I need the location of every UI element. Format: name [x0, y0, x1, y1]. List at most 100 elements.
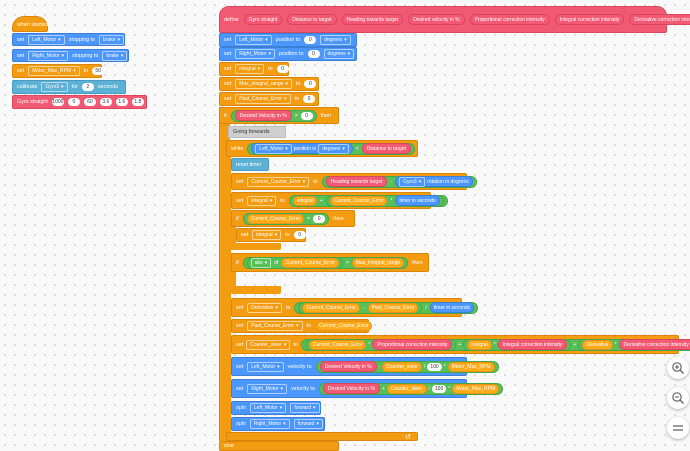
comment-going-forwards[interactable]: Going forwards: [228, 126, 286, 138]
motor-dropdown[interactable]: Left_Motor: [28, 34, 65, 45]
var-ref[interactable]: Motor_Max_RPM: [452, 383, 500, 394]
var-ref[interactable]: Current_Course_Error: [281, 257, 339, 268]
unit-dropdown[interactable]: degrees: [323, 49, 355, 59]
set-current-course-error[interactable]: set Current_Course_Error to Heading towa…: [231, 173, 477, 190]
subtract-block[interactable]: Current_Course_Error - Past_Course_Error: [298, 301, 423, 314]
motor-dropdown[interactable]: Right_Motor: [247, 383, 287, 394]
variable-dropdown[interactable]: Counter_steer: [246, 339, 291, 350]
var-ref[interactable]: Current_Course_Error: [246, 213, 305, 224]
abs-block[interactable]: abs of Current_Course_Error: [246, 256, 343, 269]
velocity-expression[interactable]: Desired Velocity in % + Counter_steer / …: [318, 382, 504, 395]
variable-dropdown[interactable]: Past_Course_Error: [235, 94, 291, 104]
calibrate-gyro[interactable]: calibrate Gyro3 for 2 seconds: [12, 80, 126, 94]
value-input[interactable]: 50: [92, 67, 105, 75]
set-left-velocity[interactable]: set Left_Motor velocity to Desired Veloc…: [231, 357, 512, 376]
variable-dropdown[interactable]: Current_Course_Error: [247, 176, 310, 187]
var-ref[interactable]: Motor_Max_RPM: [447, 361, 495, 372]
zoom-in-button[interactable]: [667, 357, 689, 379]
spin-right[interactable]: spin Right_Motor forward: [231, 417, 325, 431]
variable-dropdown[interactable]: integral: [235, 64, 265, 74]
multiply-block[interactable]: Current_Course_Error * timer in seconds: [325, 194, 444, 207]
set-derivative[interactable]: set Derivative to Current_Course_Error -…: [231, 298, 479, 317]
param[interactable]: Desired velocity in %: [408, 14, 465, 25]
subtract-block[interactable]: Heading towards target - Gyro3 rotation …: [321, 175, 477, 188]
timer-reporter[interactable]: timer in seconds: [429, 302, 475, 313]
var-ref[interactable]: Current_Course_Error: [308, 339, 367, 350]
value-input[interactable]: 0: [300, 111, 313, 120]
set-max-rpm[interactable]: set Motor_Max_RPM to 50: [12, 64, 105, 78]
set-right-position[interactable]: set Right_Motor position to 0 degrees: [219, 47, 357, 61]
value-input[interactable]: 0: [307, 50, 320, 58]
variable-dropdown[interactable]: Motor_Max_RPM: [28, 66, 80, 76]
direction-dropdown[interactable]: forward: [290, 403, 320, 413]
mode-dropdown[interactable]: brake: [99, 34, 125, 45]
set-max-integral-range[interactable]: set Max_integral_range to 0: [219, 77, 319, 91]
divide-block[interactable]: Current_Course_Error - Past_Course_Error…: [294, 301, 479, 314]
param-ref[interactable]: Desired Velocity in %: [322, 383, 380, 394]
direction-dropdown[interactable]: forward: [293, 419, 323, 429]
gyro-dropdown[interactable]: Gyro3: [399, 176, 426, 187]
timer-reporter[interactable]: timer in seconds: [395, 195, 440, 206]
value-input[interactable]: 0: [304, 36, 317, 44]
multiply-block[interactable]: integral * Integral correction intensity: [463, 338, 572, 351]
value-input[interactable]: 100: [427, 362, 442, 371]
param[interactable]: Distance to target: [287, 14, 337, 25]
variable-dropdown[interactable]: Past_Course_Error: [247, 321, 303, 331]
param[interactable]: Heading towards target: [341, 14, 404, 25]
variable-dropdown[interactable]: integral: [252, 230, 282, 240]
value-input[interactable]: 0: [303, 95, 316, 103]
greater-block[interactable]: abs of Current_Course_Error > Max_integr…: [242, 256, 409, 269]
arg-input[interactable]: 0: [67, 98, 80, 106]
while-header[interactable]: while Left_Motor position in degrees < D…: [226, 140, 418, 157]
param-ref[interactable]: Distance to target: [361, 143, 411, 154]
unit-dropdown[interactable]: degrees: [320, 35, 351, 45]
var-ref[interactable]: Counter_steer: [382, 361, 422, 372]
motor-dropdown[interactable]: Left_Motor: [247, 361, 284, 372]
set-integral[interactable]: set integral to 0: [219, 62, 289, 76]
motor-dropdown[interactable]: Left_Motor: [235, 35, 272, 45]
set-right-velocity[interactable]: set Right_Motor velocity to Desired Velo…: [231, 379, 516, 398]
unit-dropdown[interactable]: degrees: [318, 143, 349, 154]
param-ref[interactable]: Proportional correction intensity: [372, 339, 453, 350]
mode-dropdown[interactable]: brake: [102, 50, 128, 61]
param[interactable]: Integral correction intensity: [554, 14, 625, 25]
value-input[interactable]: 0: [313, 214, 326, 223]
arg-input[interactable]: 1.8: [131, 98, 144, 106]
variable-dropdown[interactable]: Max_integral_range: [235, 79, 292, 89]
param-ref[interactable]: Heading towards target: [325, 176, 388, 187]
param-ref[interactable]: Derivative correction intensity: [618, 339, 690, 350]
arg-input[interactable]: 60: [83, 98, 96, 106]
motor-dropdown[interactable]: Right_Motor: [249, 419, 290, 429]
arg-input[interactable]: 1.6: [115, 98, 128, 106]
param-ref[interactable]: Desired Velocity in %: [319, 361, 377, 372]
set-integral-zero[interactable]: set integral to 0: [236, 228, 306, 242]
value-input[interactable]: 0: [293, 231, 306, 239]
arg-input[interactable]: 3.6: [99, 98, 112, 106]
call-gyro-straight[interactable]: Gyro straight 1000 0 60 3.6 1.6 1.8: [12, 95, 147, 109]
motor-position-reporter[interactable]: Left_Motor position in degrees: [251, 143, 353, 154]
var-ref[interactable]: integral: [467, 339, 492, 350]
when-started-hat[interactable]: when started: [12, 16, 48, 32]
compare-block[interactable]: Left_Motor position in degrees < Distanc…: [247, 142, 415, 155]
var-ref[interactable]: Current_Course_Error: [315, 321, 373, 331]
equals-block[interactable]: Current_Course_Error = 0: [242, 212, 330, 225]
var-ref[interactable]: Current_Course_Error: [329, 195, 388, 206]
set-stopping-right[interactable]: set Right_Motor stopping to brake: [12, 49, 129, 62]
fn-dropdown[interactable]: abs: [250, 257, 272, 268]
var-ref[interactable]: Max_integral_range: [351, 257, 405, 268]
var-ref[interactable]: Derivative: [582, 339, 613, 350]
var-ref[interactable]: integral: [292, 195, 318, 206]
motor-dropdown[interactable]: Left_Motor: [255, 143, 292, 154]
value-input[interactable]: 100: [431, 384, 447, 393]
zoom-out-button[interactable]: [667, 387, 689, 409]
seconds-input[interactable]: 2: [81, 83, 94, 91]
var-ref[interactable]: Current_Course_Error: [302, 302, 360, 313]
var-ref[interactable]: Past_Course_Error: [367, 302, 419, 313]
value-input[interactable]: 0: [304, 80, 317, 88]
variable-dropdown[interactable]: Derivative: [247, 302, 282, 313]
value-input[interactable]: 0: [276, 65, 289, 73]
param[interactable]: Proportional correction intensity: [469, 14, 550, 25]
arg-input[interactable]: 1000: [51, 98, 64, 106]
set-past-error-current[interactable]: set Past_Course_Error to Current_Course_…: [231, 319, 373, 333]
param-ref[interactable]: Integral correction intensity: [497, 339, 568, 350]
